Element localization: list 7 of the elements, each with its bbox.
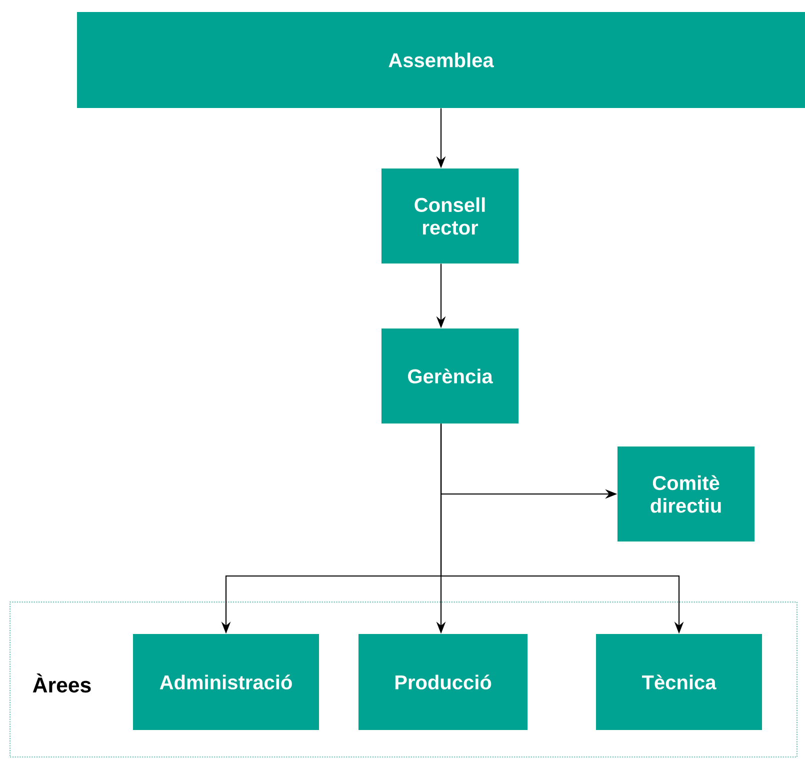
- process-box: Consell rector: [381, 168, 519, 264]
- process-box: Producció: [358, 634, 528, 730]
- process-box: Comitè directiu: [617, 446, 755, 542]
- process-box: Administració: [133, 634, 319, 730]
- process-box: Gerència: [381, 328, 519, 424]
- process-box: Tècnica: [596, 634, 762, 730]
- process-box: Assemblea: [77, 12, 805, 108]
